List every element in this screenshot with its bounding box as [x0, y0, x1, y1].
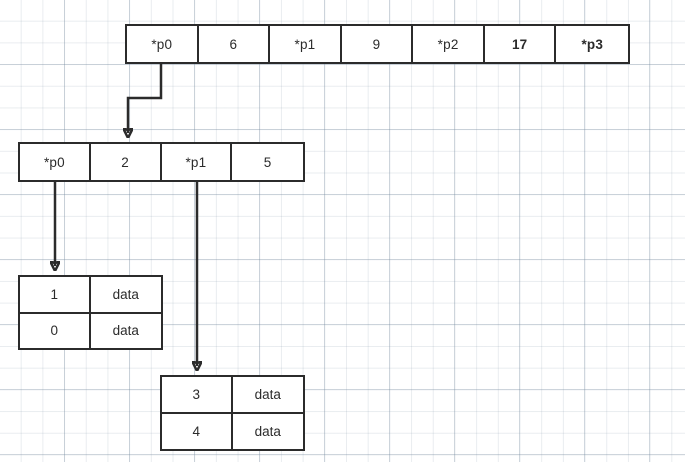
top-cell-5: 17	[485, 26, 557, 62]
top-pointer-row: *p0 6 *p1 9 *p2 17 *p3	[125, 24, 630, 64]
left-row-0-value: data	[112, 286, 139, 302]
second-pointer-row: *p0 2 *p1 5	[18, 142, 305, 182]
bottom-row-1-key: 4	[162, 414, 233, 449]
bottom-row-1-value: data	[254, 424, 281, 439]
top-cell-1: 6	[199, 26, 271, 62]
top-cell-3: 9	[342, 26, 414, 62]
left-row-0-key: 1	[20, 277, 91, 312]
left-row-1-key: 0	[20, 313, 91, 348]
second-cell-3: 5	[263, 154, 272, 170]
table-row: 4 data	[162, 414, 303, 449]
top-cell-6: *p3	[581, 36, 604, 52]
top-cell-4: *p2	[413, 26, 485, 62]
top-cell-2: *p1	[270, 26, 342, 62]
second-cell-0: *p0	[20, 144, 91, 180]
bottom-data-table: 3 data 4 data	[160, 375, 305, 451]
arrow-top-p0-to-second-row	[128, 64, 163, 133]
bottom-row-0-value: data	[254, 387, 281, 402]
table-row: 0 data	[20, 313, 161, 348]
table-row: 1 data	[20, 277, 161, 314]
table-row: 3 data	[162, 377, 303, 414]
second-cell-1: 2	[91, 144, 162, 180]
second-cell-2: *p1	[162, 144, 233, 180]
top-cell-0: *p0	[127, 26, 199, 62]
left-row-1-value: data	[112, 323, 139, 339]
bottom-row-0-key: 3	[162, 377, 233, 412]
left-data-table: 1 data 0 data	[18, 275, 163, 350]
